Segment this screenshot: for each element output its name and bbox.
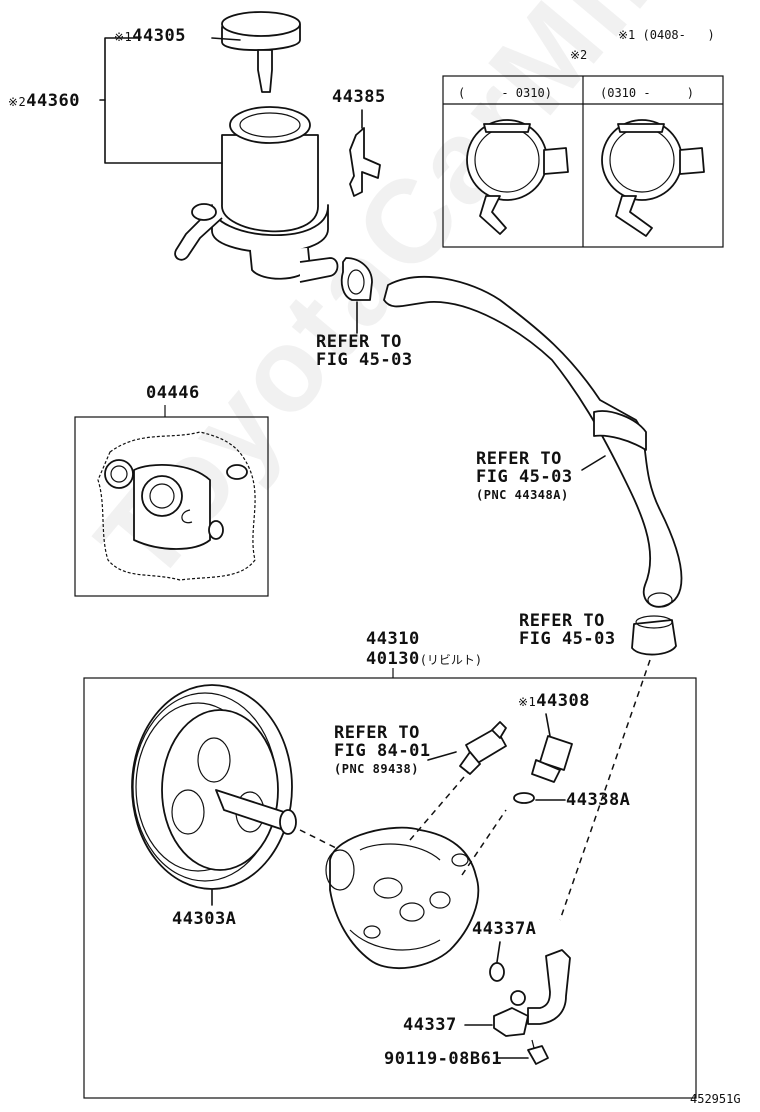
variant-b-label: (0310 - ) [600,86,694,100]
refer-label-2: REFER TO FIG 45-03 (PNC 44348A) [476,449,573,502]
bolt-drawing [527,1039,549,1065]
pump-label: 44310 [366,629,420,649]
pump-rebuilt-label: 40130(リビルト) [366,649,483,669]
variant-a-label: ( - 0310) [458,86,552,100]
reservoir-tank-drawing [174,106,339,283]
bolt-label: 90119-08B61 [384,1049,503,1069]
figure-id: 452951G [690,1092,741,1106]
o-ring-a-drawing [513,792,535,804]
pulley-drawing [131,684,297,890]
pulley-label: 44303A [172,909,237,929]
note-2: ※2 [570,48,588,62]
union-label: 44337 [403,1015,457,1035]
gasket-kit-box [74,416,269,597]
reservoir-label: ※244360 [8,91,80,111]
o-ring-b-label: 44337A [472,919,537,939]
bracket-drawing [349,127,381,197]
gasket-kit-drawing [97,431,256,581]
pressure-switch-drawing [459,721,507,775]
refer-label-1: REFER TO FIG 45-03 [316,332,413,370]
refer-label-3: REFER TO FIG 45-03 [519,611,616,649]
o-ring-a-label: 44338A [566,790,631,810]
variant-b-clamp-drawing [601,119,705,237]
valve-label: ※144308 [518,691,590,711]
variant-a-clamp-drawing [466,119,569,235]
bracket-label: 44385 [332,87,386,107]
valve-drawing [531,735,573,783]
reservoir-cap-drawing [221,11,301,93]
cap-label: ※144305 [114,26,186,46]
outlet-pipe-drawing [527,949,571,1025]
return-hose-drawing [383,275,683,608]
pump-drawing [325,826,480,970]
note-1: ※1 (0408- ) [618,28,715,42]
pump-assembly-box [83,677,697,1099]
o-ring-b-drawing [489,962,505,982]
gasket-kit-label: 04446 [146,383,200,403]
hose-clamp-drawing [340,257,373,301]
hose-end-clamp-drawing [631,615,677,656]
refer-label-4: REFER TO FIG 84-01 (PNC 89438) [334,723,431,776]
union-drawing [493,990,529,1037]
